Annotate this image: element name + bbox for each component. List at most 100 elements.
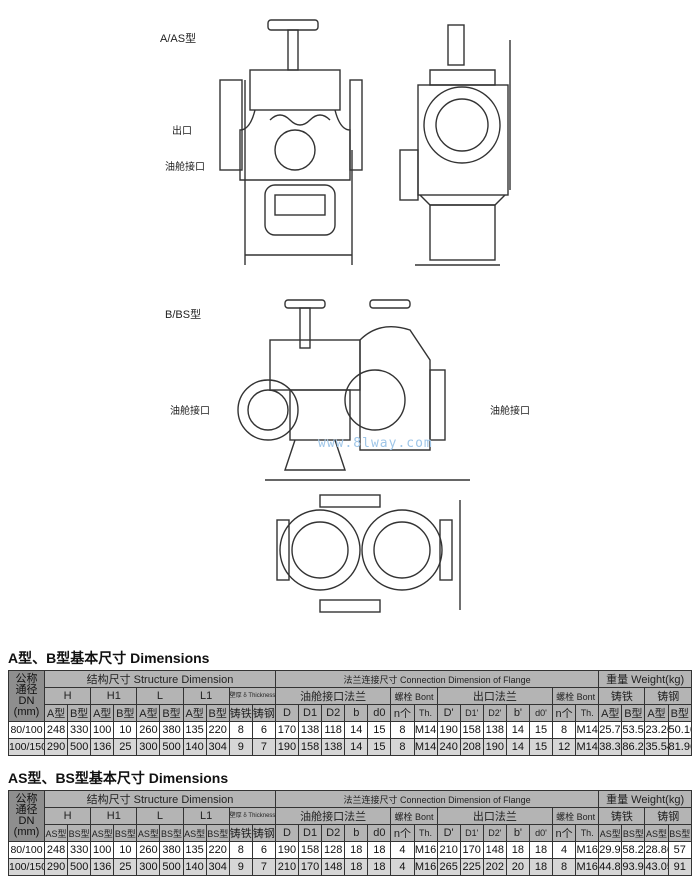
value-cell: 18 — [367, 858, 392, 876]
value-cell: 4 — [390, 858, 415, 876]
value-cell: 380 — [159, 721, 184, 739]
value-cell: 260 — [136, 721, 161, 739]
value-cell: M16 — [413, 858, 438, 876]
column-header-cell: d0' — [528, 824, 554, 842]
column-header-cell: A型 — [43, 704, 69, 722]
valve-technical-drawing — [219, 19, 511, 613]
column-header-cell: D2' — [482, 704, 507, 722]
column-header-cell: AS型 — [43, 824, 69, 842]
column-header-cell: d0' — [528, 704, 554, 722]
value-cell: 190 — [274, 738, 300, 756]
sub-header-cell: 螺栓 Bont — [390, 807, 438, 825]
value-cell: 158 — [298, 738, 323, 756]
column-header-cell: b' — [505, 824, 530, 842]
value-cell: 500 — [67, 738, 92, 756]
sub-header-cell: 螺栓 Bont — [552, 687, 600, 705]
sub-header-cell: H — [43, 687, 92, 705]
value-cell: 210 — [274, 858, 300, 876]
value-cell: 500 — [159, 858, 184, 876]
sub-header-cell: L — [136, 687, 184, 705]
column-header-cell: A型 — [598, 704, 623, 722]
tank-port-right-label: 油舱接口 — [490, 406, 530, 417]
dn-header-line: 公称 — [15, 793, 38, 805]
value-cell: 25.70 — [598, 721, 623, 739]
value-cell: 8 — [390, 738, 415, 756]
column-header-cell: AS型 — [136, 824, 161, 842]
column-header-cell: Th. — [413, 704, 438, 722]
value-cell: 14 — [344, 721, 369, 739]
value-cell: 15 — [367, 738, 392, 756]
value-cell: M16 — [575, 858, 600, 876]
value-cell: 8 — [390, 721, 415, 739]
value-cell: 81.96 — [667, 738, 693, 756]
value-cell: 148 — [321, 858, 346, 876]
column-header-cell: B型 — [205, 704, 230, 722]
value-cell: 12 — [552, 738, 577, 756]
value-cell: 240 — [436, 738, 461, 756]
column-header-cell: A型 — [182, 704, 207, 722]
value-cell: 14 — [505, 721, 530, 739]
value-cell: 53.54 — [621, 721, 646, 739]
value-cell: 190 — [482, 738, 507, 756]
column-header-cell: BS型 — [67, 824, 92, 842]
dn-cell: 100/150 — [8, 858, 45, 876]
column-header-cell: D1' — [459, 704, 484, 722]
value-cell: 100 — [90, 841, 115, 859]
value-cell: 300 — [136, 858, 161, 876]
value-cell: 210 — [436, 841, 461, 859]
value-cell: 290 — [43, 738, 69, 756]
column-header-cell: 铸铁 — [228, 824, 253, 842]
weight-group-header: 重量 Weight(kg) — [598, 670, 692, 688]
value-cell: 38.32 — [598, 738, 623, 756]
sub-header-cell: 铸钢 — [644, 687, 692, 705]
value-cell: M14 — [413, 738, 438, 756]
value-cell: 138 — [298, 721, 323, 739]
column-header-cell: 铸铁 — [228, 704, 253, 722]
column-header-cell: B型 — [67, 704, 92, 722]
column-header-cell: D2' — [482, 824, 507, 842]
value-cell: 15 — [367, 721, 392, 739]
dn-header-line: 通径 — [15, 684, 38, 696]
column-header-cell: Th. — [413, 824, 438, 842]
a-type-front-view — [219, 19, 363, 265]
column-header-cell: 铸钢 — [251, 704, 276, 722]
value-cell: 136 — [90, 858, 115, 876]
a-type-side-view — [399, 24, 511, 266]
value-cell: 8 — [552, 721, 577, 739]
dn-header-line: (mm) — [13, 826, 40, 838]
flange-group-header: 法兰连接尺寸 Connection Dimension of Flange — [274, 670, 600, 688]
sub-header-cell: L — [136, 807, 184, 825]
value-cell: 330 — [67, 841, 92, 859]
column-header-cell: AS型 — [182, 824, 207, 842]
column-header-cell: n个 — [390, 704, 415, 722]
sub-header-cell: 油舱接口法兰 — [274, 807, 392, 825]
value-cell: 18 — [528, 841, 554, 859]
value-cell: 25 — [113, 738, 138, 756]
value-cell: 35.54 — [644, 738, 669, 756]
column-header-cell: BS型 — [113, 824, 138, 842]
column-header-cell: A型 — [136, 704, 161, 722]
value-cell: 135 — [182, 721, 207, 739]
table2-title: AS型、BS型基本尺寸 Dimensions — [8, 770, 229, 786]
value-cell: 248 — [43, 721, 69, 739]
structure-group-header: 结构尺寸 Structure Dimension — [44, 670, 276, 688]
column-header-cell: n个 — [552, 824, 577, 842]
column-header-cell: D' — [436, 824, 461, 842]
watermark: www.8lway.com — [318, 436, 433, 451]
value-cell: 4 — [552, 841, 577, 859]
b-type-top-view — [276, 494, 461, 613]
value-cell: M14 — [575, 738, 600, 756]
sub-header-cell: H — [43, 807, 92, 825]
sub-header-cell: H1 — [90, 687, 138, 705]
column-header-cell: AS型 — [598, 824, 623, 842]
dn-header-line: 通径 — [15, 804, 38, 816]
value-cell: 128 — [321, 841, 346, 859]
column-header-cell: BS型 — [205, 824, 230, 842]
flange-group-header: 法兰连接尺寸 Connection Dimension of Flange — [274, 790, 600, 808]
